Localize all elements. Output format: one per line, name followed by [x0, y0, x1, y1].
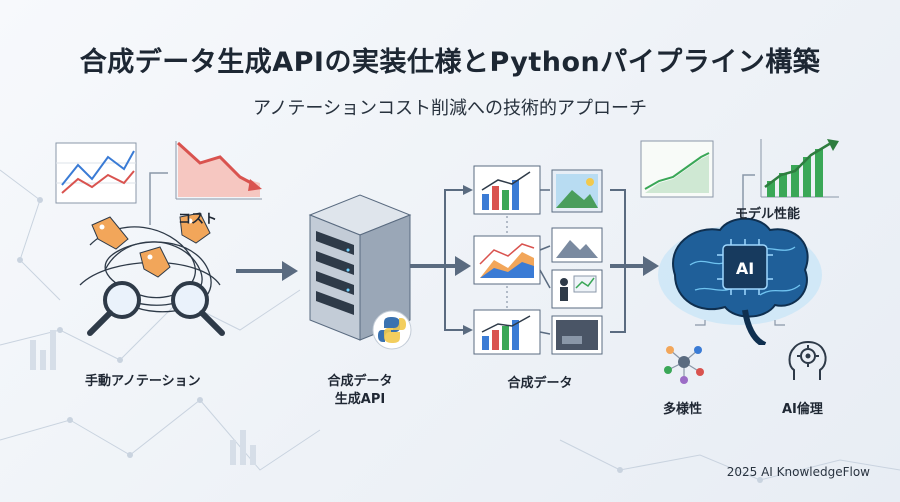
synthetic-data-cards — [473, 165, 603, 355]
server-icon — [308, 194, 412, 341]
api-label-line1: 合成データ — [327, 374, 393, 389]
footer-credit: 2025 AI KnowledgeFlow — [726, 465, 870, 479]
magnifier-icon — [87, 281, 225, 336]
manual-annotation-group — [55, 141, 262, 336]
branch-arrows — [410, 185, 473, 335]
merge-arrows — [610, 189, 659, 333]
presentation-image-card — [551, 269, 603, 309]
ai-model-group: AI — [640, 139, 839, 345]
cost-label: コスト — [178, 212, 218, 227]
landscape-image-card — [551, 169, 603, 213]
model-performance-label: モデル性能 — [735, 207, 801, 222]
ai-chip-icon: AI — [717, 239, 773, 295]
ai-chip-text: AI — [736, 259, 754, 278]
price-tag-icon — [91, 212, 211, 278]
flow-arrow-1 — [236, 261, 298, 281]
area-chart-card — [473, 235, 541, 285]
synthetic-data-label: 合成データ — [507, 376, 573, 391]
ethics-head-gear-icon — [788, 341, 827, 380]
bar-chart-card — [473, 165, 541, 215]
diversity-label: 多様性 — [663, 402, 703, 417]
brain-icon — [658, 217, 822, 345]
api-label-line2: 生成API — [334, 392, 386, 407]
ai-ethics-label: AI倫理 — [782, 402, 823, 417]
python-logo-icon — [372, 310, 412, 350]
cost-down-chart-icon — [175, 141, 262, 200]
diversity-nodes-icon — [664, 346, 704, 384]
manual-annotation-label: 手動アノテーション — [85, 374, 201, 389]
page-title: 合成データ生成APIの実装仕様とPythonパイプライン構築 — [79, 47, 821, 78]
line-chart-icon — [55, 142, 137, 204]
bar-line-chart-card — [473, 309, 541, 355]
green-line-chart-icon — [640, 140, 714, 198]
room-image-card — [551, 315, 603, 355]
mountain-image-card — [551, 227, 603, 263]
growth-bar-chart-icon — [760, 139, 839, 198]
page-subtitle: アノテーションコスト削減への技術的アプローチ — [252, 98, 648, 119]
